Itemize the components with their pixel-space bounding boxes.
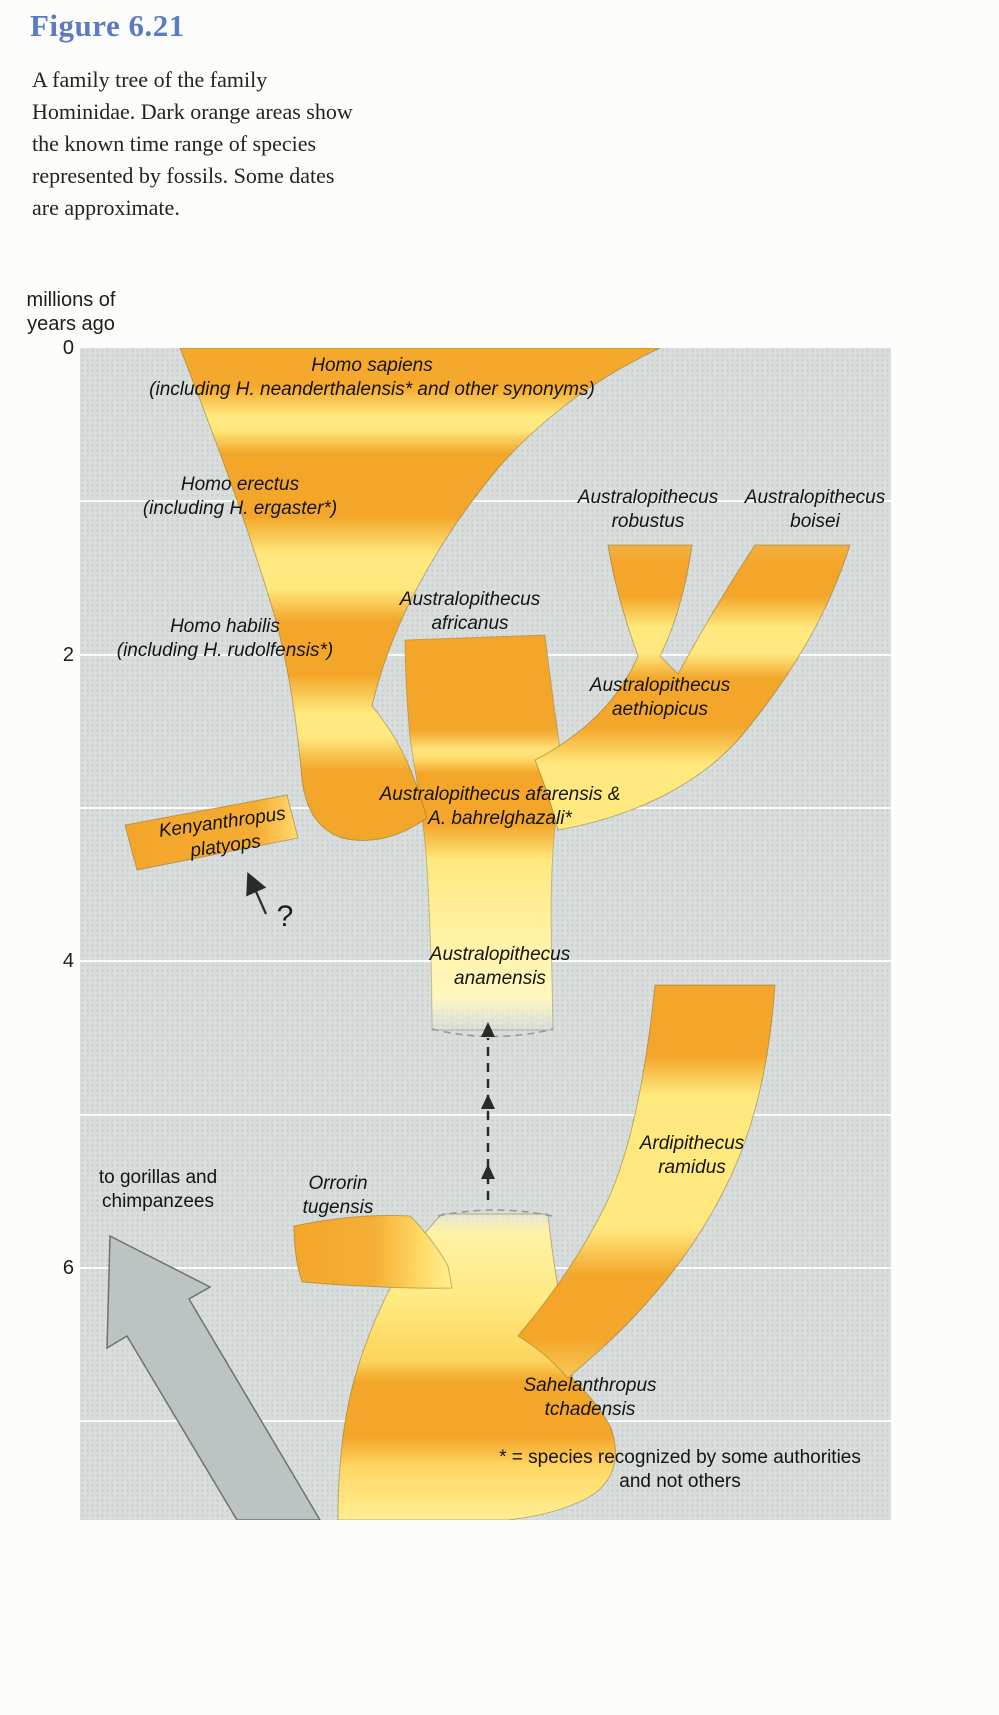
species-name: Orrorin	[308, 1173, 368, 1194]
species-name: Homo erectus	[180, 474, 300, 495]
species-name: Homo habilis	[170, 616, 280, 637]
species-name: robustus	[611, 511, 685, 532]
axis-tick-0: 0	[62, 337, 74, 359]
label-to-gorillas-chimpanzees: to gorillas and chimpanzees	[99, 1166, 217, 1214]
axis-tick-4: 4	[62, 950, 74, 972]
branch-ardipithecus	[517, 984, 776, 1379]
hominid-tree-svg	[80, 348, 891, 1520]
label-australopithecus-afarensis: Australopithecus afarensis & A. bahrelgh…	[380, 783, 621, 831]
species-name: tugensis	[302, 1197, 374, 1218]
species-name: africanus	[431, 613, 509, 634]
diagram-panel: Homo sapiens (including H. neanderthalen…	[80, 348, 891, 1520]
species-name: Ardipithecus	[639, 1133, 745, 1154]
species-subtext: (including H. rudolfensis*)	[116, 640, 334, 661]
label-orrorin-tugensis: Orrorin tugensis	[303, 1172, 374, 1220]
species-name: anamensis	[454, 968, 546, 989]
branch-homo-lineage	[179, 348, 661, 841]
label-australopithecus-aethiopicus: Australopithecus aethiopicus	[590, 674, 730, 722]
species-subtext: (including H. neanderthalensis* and othe…	[149, 379, 595, 400]
y-axis-title-line2: years ago	[27, 313, 115, 335]
label-australopithecus-robustus: Australopithecus robustus	[578, 486, 718, 534]
species-name: ramidus	[658, 1157, 726, 1178]
label-australopithecus-africanus: Australopithecus africanus	[400, 588, 540, 636]
label-homo-sapiens: Homo sapiens (including H. neanderthalen…	[149, 354, 595, 402]
dashed-arrowheads	[481, 1022, 495, 1179]
species-name: A. bahrelghazali*	[428, 808, 572, 829]
label-australopithecus-boisei: Australopithecus boisei	[745, 486, 885, 534]
label-sahelanthropus-tchadensis: Sahelanthropus tchadensis	[523, 1374, 656, 1422]
axis-tick-6: 6	[62, 1257, 74, 1279]
footnote: * = species recognized by some authoriti…	[499, 1446, 861, 1494]
label-ardipithecus-ramidus: Ardipithecus ramidus	[640, 1132, 745, 1180]
species-name: Sahelanthropus	[523, 1375, 657, 1396]
kenyanthropus-pointer-arrow	[246, 871, 268, 915]
species-name: Australopithecus	[577, 487, 719, 508]
figure-title: Figure 6.21	[30, 8, 185, 43]
annotation-line: chimpanzees	[102, 1191, 214, 1212]
axis-tick-2: 2	[62, 644, 74, 666]
annotation-line: to gorillas and	[98, 1167, 218, 1188]
species-name: Australopithecus	[429, 944, 571, 965]
species-name: aethiopicus	[611, 699, 709, 720]
label-homo-erectus: Homo erectus (including H. ergaster*)	[143, 473, 337, 521]
label-australopithecus-anamensis: Australopithecus anamensis	[430, 943, 570, 991]
branch-orrorin	[293, 1214, 453, 1289]
footnote-line: * = species recognized by some authoriti…	[499, 1447, 861, 1468]
species-name: Homo sapiens	[311, 355, 433, 376]
label-homo-habilis: Homo habilis (including H. rudolfensis*)	[117, 615, 334, 663]
patch-kenyanthropus	[124, 794, 299, 871]
species-name: Australopithecus	[744, 487, 886, 508]
species-name: tchadensis	[544, 1399, 636, 1420]
question-mark: ?	[276, 900, 294, 933]
dashed-boundary-trunk-top	[437, 1209, 553, 1217]
species-name: boisei	[790, 511, 840, 532]
y-axis-title: millions of years ago	[8, 288, 134, 336]
y-axis-title-line1: millions of	[26, 289, 116, 311]
species-name: Australopithecus afarensis &	[379, 784, 621, 805]
species-name: Australopithecus	[399, 589, 541, 610]
species-subtext: (including H. ergaster*)	[142, 498, 338, 519]
footnote-line: and not others	[619, 1471, 741, 1492]
figure-caption: A family tree of the family Hominidae. D…	[32, 67, 353, 220]
species-name: Australopithecus	[589, 675, 731, 696]
grey-arrow-to-apes	[106, 1234, 321, 1520]
branch-robust-australopithecines	[534, 544, 851, 831]
